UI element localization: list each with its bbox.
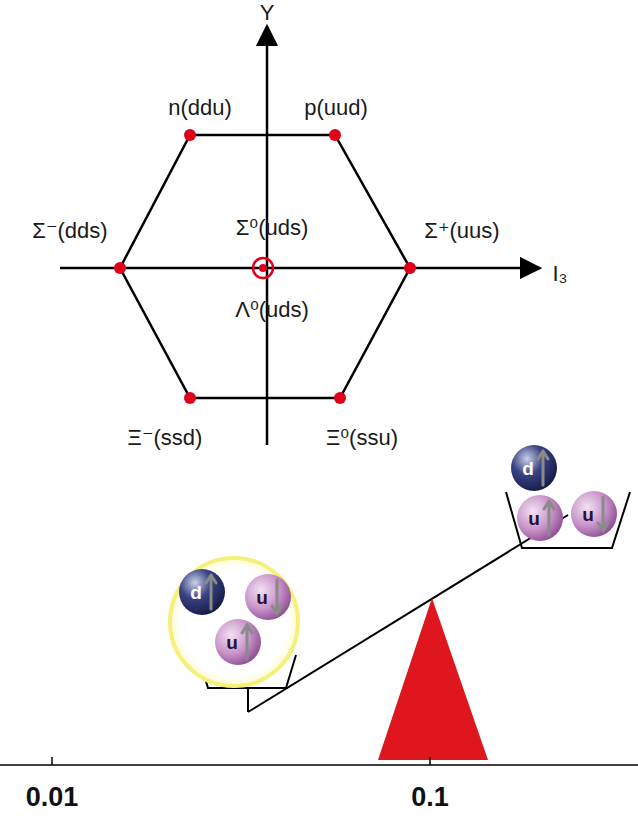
scale-number: 0.01: [26, 783, 79, 813]
scale-axis: [0, 764, 638, 766]
baryon-label: Σ⁺(uus): [424, 219, 499, 243]
baryon-label: Ξ⁰(ssu): [326, 426, 398, 450]
quark-ball: u: [215, 619, 261, 665]
quark-shape: [517, 495, 563, 541]
baryon-label: n(ddu): [168, 96, 232, 120]
spin-arrow: [538, 451, 548, 485]
baryon-label: Σ⁰(uds): [236, 216, 309, 240]
quark-shape: [571, 491, 617, 537]
center-ring: [253, 258, 273, 278]
quark-letter: d: [522, 459, 534, 478]
axis-label: Y: [260, 1, 275, 25]
quark-letter: u: [528, 509, 540, 528]
spin-arrow: [544, 501, 554, 535]
quark-sphere: [179, 569, 225, 615]
quark-sphere: [517, 495, 563, 541]
quark-shape: [245, 574, 291, 620]
quark-letter: u: [256, 588, 268, 607]
fulcrum: [378, 598, 488, 760]
octet-hexagon: [120, 135, 410, 398]
bound-proton-circle: [170, 558, 298, 686]
quark-shape: [179, 569, 225, 615]
spin-arrow: [598, 497, 608, 531]
quark-letter: d: [190, 583, 202, 602]
quark-letter: u: [226, 633, 238, 652]
quark-sphere: [511, 445, 557, 491]
quark-ball: u: [571, 491, 617, 537]
baryon-label: Σ⁻(dds): [32, 219, 107, 243]
quark-sphere: [245, 574, 291, 620]
spin-arrow: [242, 625, 252, 659]
quark-shape: [511, 445, 557, 491]
tick: [51, 757, 53, 765]
tick: [429, 757, 431, 765]
spin-arrow: [206, 575, 216, 609]
scale-number: 0.1: [411, 783, 449, 813]
pan-hanger: [247, 688, 249, 712]
right-pan: [506, 492, 630, 548]
spin-arrow: [272, 580, 282, 614]
quark-letter: u: [582, 505, 594, 524]
axis-label: I₃: [552, 262, 567, 286]
quark-ball: d: [511, 445, 557, 491]
baryon-label: Ξ⁻(ssd): [128, 426, 203, 450]
center-dot: [259, 264, 267, 272]
quark-sphere: [571, 491, 617, 537]
quark-shape: [215, 619, 261, 665]
quark-ball: d: [179, 569, 225, 615]
quark-sphere: [215, 619, 261, 665]
baryon-dots: [114, 129, 416, 404]
quark-ball: u: [245, 574, 291, 620]
baryon-label: p(uud): [304, 96, 368, 120]
baryon-label: Λ⁰(uds): [235, 298, 309, 322]
i3-axis: [60, 267, 540, 270]
quark-ball: u: [517, 495, 563, 541]
